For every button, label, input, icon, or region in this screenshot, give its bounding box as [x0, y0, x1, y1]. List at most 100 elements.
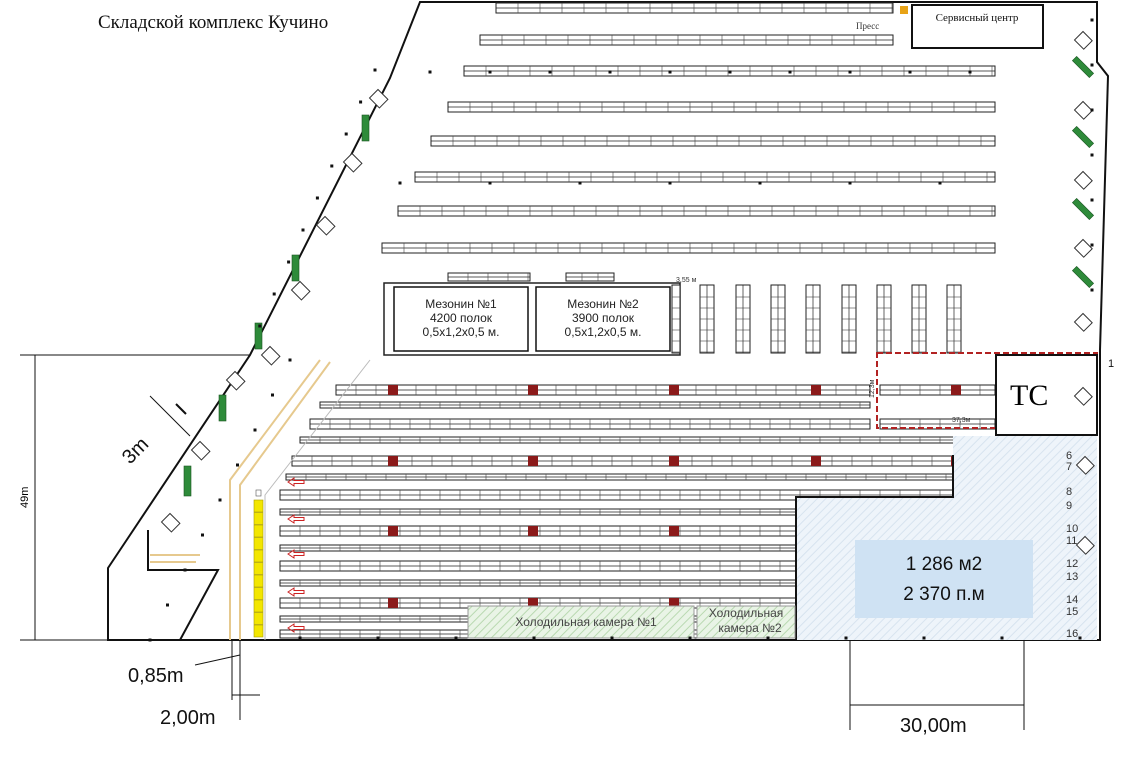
service-center[interactable]: Сервисный центр	[911, 4, 1044, 49]
vertical-rack-9	[946, 284, 962, 354]
row-number-11: 11	[1066, 535, 1077, 547]
left-dock-green-1	[361, 114, 370, 142]
mezzanine-2[interactable]: Мезонин №2 3900 полок 0,5х1,2х0,5 м.	[535, 286, 671, 352]
corridor-line-inner	[239, 361, 331, 640]
left-dock-green-2	[291, 254, 300, 282]
vertical-rack-6	[841, 284, 857, 354]
column-dot-34	[166, 603, 169, 607]
left-dock-door-3	[315, 215, 336, 236]
column-dot-37	[376, 636, 380, 640]
red-block-3-2	[669, 598, 679, 608]
dim-085-label: 0,85m	[128, 665, 184, 687]
row-number-8: 8	[1066, 486, 1072, 498]
highlight-area: 1 286 м2	[906, 554, 982, 575]
column-dot-52	[1090, 243, 1094, 247]
right-dock-door-5	[1073, 312, 1093, 332]
left-dock-door-4	[290, 280, 311, 301]
cold-room-2[interactable]	[696, 605, 796, 639]
left-dock-door-1	[368, 88, 389, 109]
left-dock-door-7	[190, 440, 211, 461]
lower-rack-row-2	[879, 384, 996, 396]
vertical-rack-8	[911, 284, 927, 354]
column-dot-50	[1090, 153, 1094, 157]
column-dot-46	[1078, 636, 1082, 640]
tc-label: ТС	[1010, 379, 1048, 412]
yellow-cell-9	[253, 599, 264, 613]
column-dot-49	[1090, 108, 1094, 112]
service-center-label: Сервисный центр	[936, 12, 1019, 24]
flow-arrows	[287, 477, 305, 633]
upper-short-rack-b	[565, 272, 615, 282]
mezzanine-1-size: 0,5х1,2х0,5 м.	[423, 325, 500, 339]
column-dot-25	[272, 292, 276, 296]
lower-rack-rows	[279, 384, 1051, 639]
column-dot-35	[148, 638, 152, 642]
flow-arrow-1	[287, 477, 305, 487]
dim-200-label: 2,00m	[160, 707, 216, 729]
column-dot-20	[344, 132, 348, 136]
vertical-rack-1	[671, 284, 681, 354]
column-dot-38	[454, 636, 458, 640]
red-block-2-0	[388, 526, 398, 536]
dim-3m-label: 3m	[118, 433, 153, 468]
column-dot-11	[398, 181, 402, 185]
dim-3m-tick-1	[175, 403, 187, 415]
column-dot-26	[258, 324, 262, 328]
vertical-rack-4	[770, 284, 786, 354]
column-dot-28	[271, 393, 274, 397]
dim-small-2: 12,3м	[869, 379, 876, 398]
lower-rack-row-4	[309, 418, 871, 430]
column-dot-31	[218, 498, 222, 502]
right-dock-green-2	[1071, 125, 1095, 149]
highlight-zone-border	[795, 455, 954, 640]
column-dot-6	[728, 70, 732, 74]
left-dock-door-8	[160, 512, 181, 533]
press-label: Пресс	[856, 21, 879, 31]
column-dot-27	[288, 358, 292, 362]
column-dot-9	[908, 70, 912, 74]
row-number-14: 14	[1066, 594, 1078, 606]
upper-rack-row-4	[447, 101, 996, 113]
upper-rack-row-1	[495, 2, 894, 14]
yellow-cell-2	[253, 512, 264, 525]
lower-rack-row-6	[299, 436, 996, 444]
dim-085-line	[194, 654, 241, 666]
left-room-outline	[147, 530, 220, 641]
upper-rack-row-2	[479, 34, 894, 46]
dim-3m-line	[149, 395, 191, 437]
dim-49m-label: 49m	[19, 487, 31, 508]
left-dock-green-3	[254, 322, 263, 350]
column-dot-44	[922, 636, 926, 640]
yellow-cell-1	[253, 499, 264, 513]
red-block-2-1	[528, 526, 538, 536]
yellow-cell-10	[253, 612, 264, 625]
highlight-zone-box[interactable]	[855, 540, 1033, 618]
yellow-cell-3	[253, 524, 264, 538]
highlight-length: 2 370 п.м	[903, 584, 984, 605]
mezzanine-1[interactable]: Мезонин №1 4200 полок 0,5х1,2х0,5 м.	[393, 286, 529, 352]
right-dock-door-8	[1075, 535, 1095, 555]
cold-room-1[interactable]	[467, 605, 695, 639]
right-dock-door-4	[1073, 238, 1093, 258]
row-number-10: 10	[1066, 523, 1078, 535]
column-dot-14	[668, 181, 672, 185]
row-number-12: 12	[1066, 558, 1078, 570]
column-dot-18	[373, 68, 377, 72]
mezzanine-2-shelves: 3900 полок	[572, 311, 635, 325]
column-dot-4	[608, 70, 612, 74]
right-dock-door-2	[1073, 100, 1093, 120]
inner-wall	[264, 359, 371, 640]
right-dock-green-4	[1071, 265, 1095, 289]
column-dot-53	[1090, 288, 1094, 292]
yellow-cell-5	[253, 549, 264, 563]
mezzanine-1-shelves: 4200 полок	[430, 311, 493, 325]
red-block-3-1	[528, 598, 538, 608]
lower-rack-row-8	[285, 473, 1051, 481]
vertical-rack-7	[876, 284, 892, 354]
upper-rack-row-8	[381, 242, 996, 254]
column-dot-7	[788, 70, 792, 74]
column-dot-29	[253, 428, 257, 432]
flow-arrow-3	[287, 549, 305, 559]
yellow-storage-bar	[253, 489, 264, 638]
